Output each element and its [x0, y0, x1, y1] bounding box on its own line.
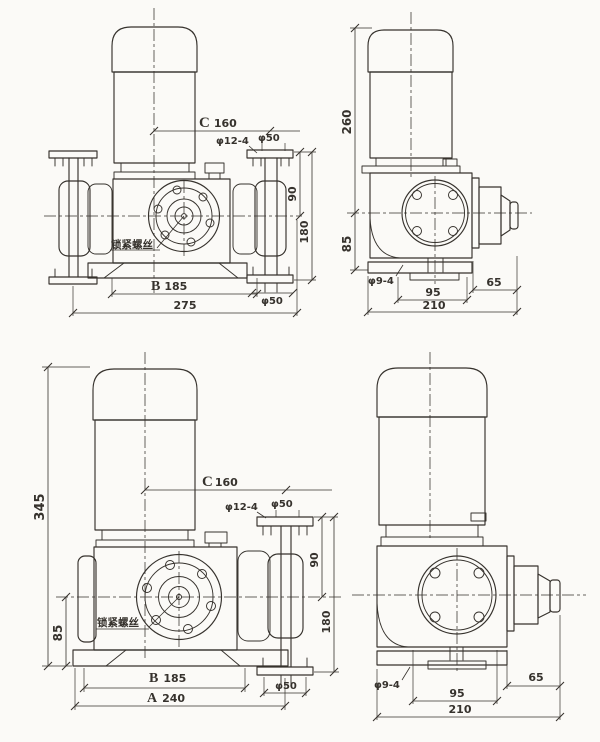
lock-screw-callout: 锁紧螺丝	[96, 596, 180, 630]
oil-plug	[204, 162, 225, 180]
base	[376, 646, 508, 670]
valve-connector	[471, 177, 519, 249]
dim-345-label: 345	[33, 493, 48, 520]
centerlines	[56, 352, 344, 660]
dim-90-label: 90	[308, 552, 321, 568]
side-view-bottom: φ9-4 95 210 65	[352, 352, 586, 722]
discharge-pipe	[246, 149, 294, 293]
diaphragm-flange	[147, 179, 221, 253]
dim-phi50-top-label: φ50	[258, 133, 280, 144]
dim-phi50-bottom-label: φ50	[275, 681, 297, 692]
dim-180-label: 180	[298, 220, 311, 243]
dim-phi12-4-label: φ12-4	[225, 502, 258, 513]
dim-90-label: 90	[286, 186, 299, 202]
dim-phi9-4-label: φ9-4	[368, 276, 394, 287]
dimensions: 260 85 φ9-4 95 210 65	[340, 23, 522, 317]
motor	[376, 367, 488, 547]
pump-head	[401, 179, 469, 247]
lock-screw-label: 锁紧螺丝	[97, 616, 139, 629]
dim-65-label: 65	[486, 276, 501, 289]
suction-pipe	[48, 150, 98, 285]
dim-65-label: 65	[528, 671, 543, 684]
side-cylinders	[58, 180, 287, 257]
centerlines	[352, 352, 586, 672]
side-cylinders	[237, 550, 304, 642]
dim-180-label: 180	[320, 610, 333, 633]
valve-connector	[506, 555, 561, 632]
pump-head	[417, 555, 497, 635]
dim-phi50-bottom-label: φ50	[261, 296, 283, 307]
base	[72, 649, 289, 667]
dim-275-label: 275	[174, 299, 197, 312]
dim-95-label: 95	[425, 286, 440, 299]
motor	[111, 26, 198, 180]
centerlines	[44, 8, 302, 294]
centerlines	[347, 12, 532, 284]
base	[367, 257, 473, 281]
dim-85-label: 85	[51, 625, 65, 642]
dim-210-label: 210	[423, 299, 446, 312]
diaphragm-flange	[135, 553, 223, 641]
pump-body	[376, 545, 508, 648]
base	[87, 262, 248, 279]
dimensions: φ9-4 95 210 65	[372, 615, 565, 722]
dim-95-label: 95	[449, 687, 464, 700]
dim-260-label: 260	[340, 109, 354, 134]
dim-85-label: 85	[340, 236, 354, 253]
lock-screw-label: 锁紧螺丝	[111, 238, 153, 251]
pump-body	[369, 172, 473, 259]
dim-phi12-4-label: φ12-4	[216, 136, 249, 147]
dim-phi9-4-label: φ9-4	[374, 680, 400, 691]
dim-phi50-top-label: φ50	[271, 499, 293, 510]
oil-plug	[204, 531, 228, 548]
motor	[92, 368, 198, 548]
lock-screw-callout: 锁紧螺丝	[110, 215, 185, 251]
side-view-top: 260 85 φ9-4 95 210 65	[340, 12, 532, 317]
dim-210-label: 210	[449, 703, 472, 716]
discharge-pipe	[256, 516, 314, 686]
